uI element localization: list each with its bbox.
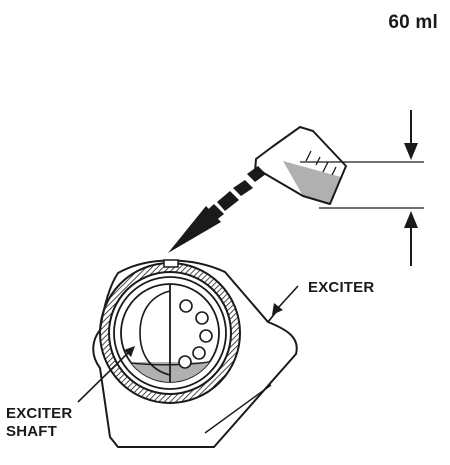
exciter-shaft-leader xyxy=(77,346,135,403)
exciter-shaft-label-line2: SHAFT xyxy=(6,423,57,440)
measuring-cup xyxy=(254,126,347,205)
pour-direction-arrow xyxy=(168,166,266,253)
exciter-label: EXCITER xyxy=(308,279,375,296)
volume-label: 60 ml xyxy=(388,12,438,33)
bearing-rollers xyxy=(178,299,213,369)
level-arrow-down xyxy=(404,110,418,160)
level-arrow-up xyxy=(404,211,418,266)
exciter-shaft-label-line1: EXCITER xyxy=(6,405,73,422)
cup-outline xyxy=(254,126,347,205)
exciter-leader xyxy=(272,285,299,315)
cup-graduations xyxy=(305,150,337,176)
cup-oil xyxy=(283,161,341,204)
level-lines xyxy=(300,161,424,209)
